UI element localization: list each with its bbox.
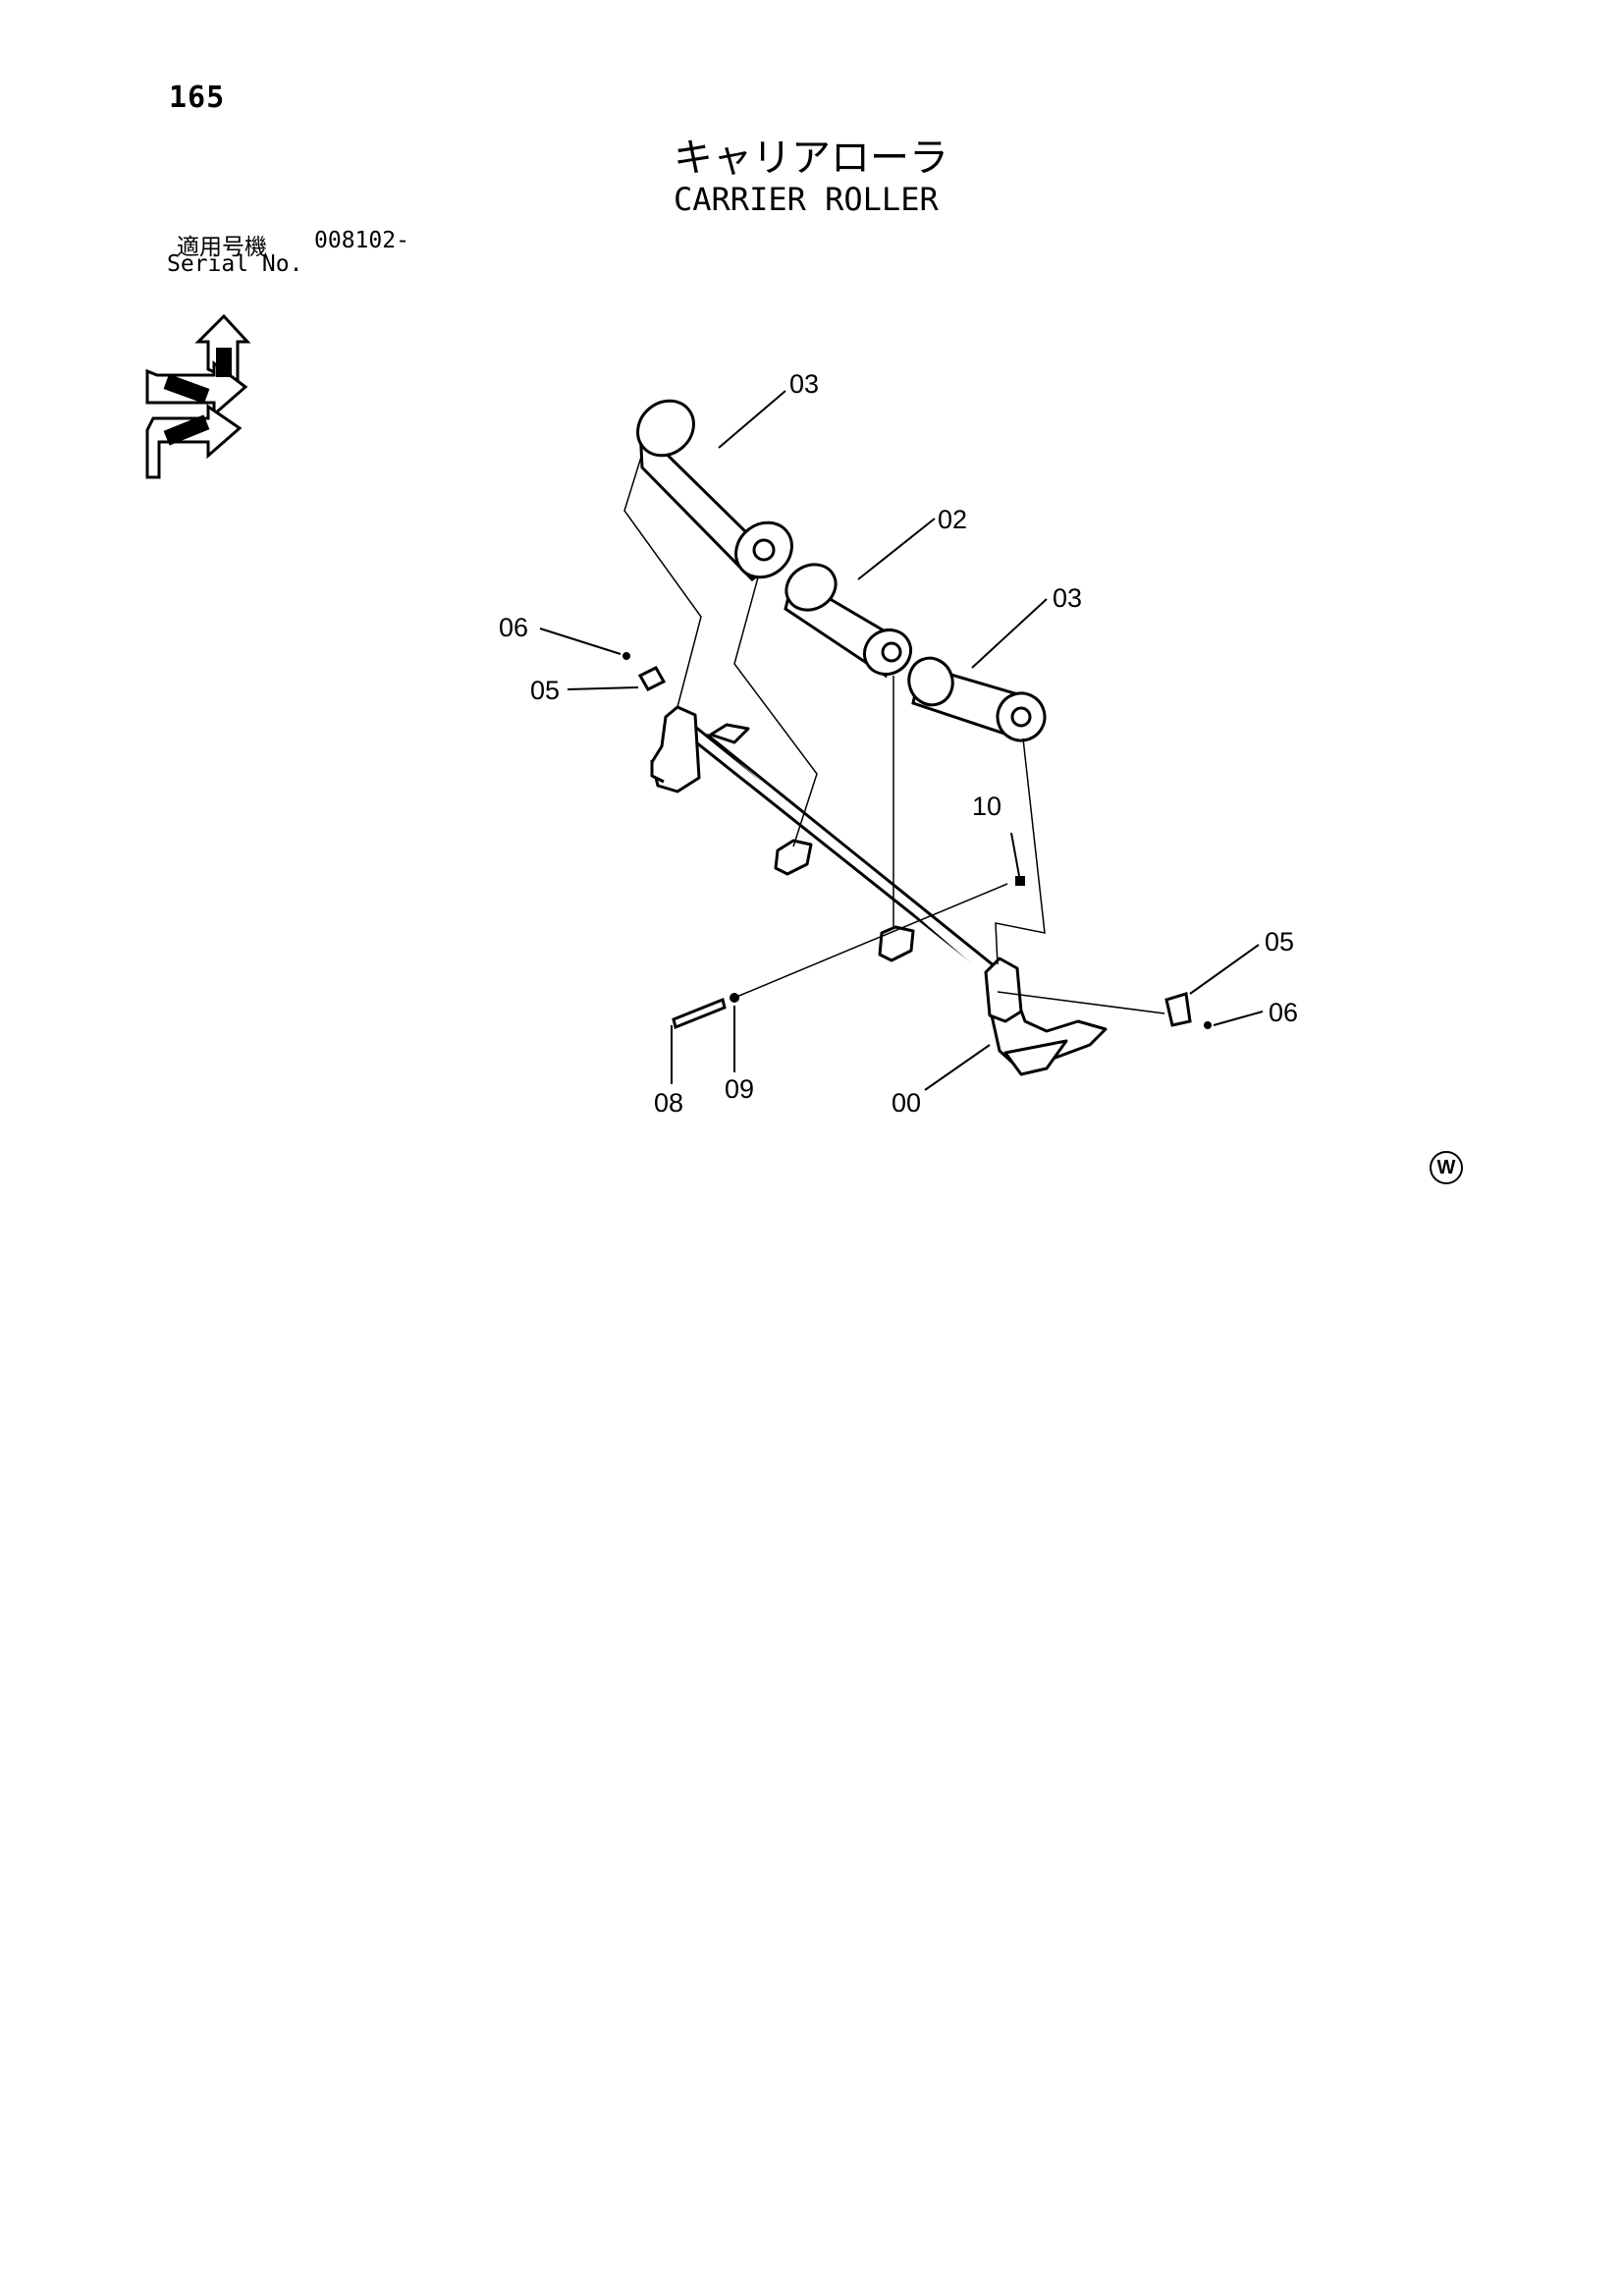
bolt-08 (672, 997, 727, 1030)
page-title-english: CARRIER ROLLER (674, 181, 939, 218)
orientation-arrows-icon (145, 313, 251, 479)
assembly-line-left (623, 453, 702, 708)
callout-03-top: 03 (789, 369, 819, 399)
callout-10: 10 (972, 792, 1001, 821)
left-end-bracket (650, 705, 701, 793)
left-bracket-flange (650, 760, 665, 784)
left-top-tab (709, 723, 750, 744)
mid-bracket-2 (878, 925, 915, 962)
callout-05-right: 05 (1265, 927, 1294, 957)
serial-number-value: 008102- (314, 228, 409, 253)
callout-08: 08 (654, 1088, 683, 1118)
mid-bracket-1 (774, 839, 813, 876)
serial-label-english: Serial No. (167, 251, 303, 277)
right-label-block-icon (163, 373, 210, 405)
callout-06-right: 06 (1269, 998, 1298, 1027)
front-label-block-icon (163, 414, 210, 446)
front-arrow-icon (145, 404, 243, 479)
plate-05-left (637, 666, 667, 691)
frame-end-bracket (706, 733, 1108, 1072)
roller-03-right (907, 656, 1047, 742)
nut-06-left (622, 652, 630, 660)
roller-02-center (784, 563, 913, 679)
callout-09: 09 (725, 1074, 754, 1104)
grease-fitting-10 (1015, 876, 1025, 886)
callout-03-right: 03 (1053, 583, 1082, 613)
page-number: 165 (169, 81, 226, 115)
assembly-line-bolt (733, 883, 1008, 999)
callout-06-left: 06 (499, 613, 528, 642)
assembly-line-right-roller (995, 738, 1046, 965)
upper-label-block-icon (216, 348, 232, 377)
page-title-japanese: キャリアローラ (674, 136, 948, 181)
roller-03-top (636, 399, 793, 581)
nut-06-right (1204, 1021, 1212, 1029)
plate-05-right (1164, 992, 1192, 1027)
serial-label-japanese: 適用号機 (177, 235, 267, 260)
right-end-bracket (984, 957, 1023, 1023)
assembly-line-top-roller (733, 576, 818, 847)
callout-00: 00 (892, 1088, 921, 1118)
base-plate (1003, 1039, 1068, 1076)
w-mark: W (1430, 1151, 1463, 1184)
assembly-line-right-plate (997, 991, 1165, 1014)
callout-05-left: 05 (530, 676, 560, 705)
callout-02: 02 (938, 505, 967, 534)
